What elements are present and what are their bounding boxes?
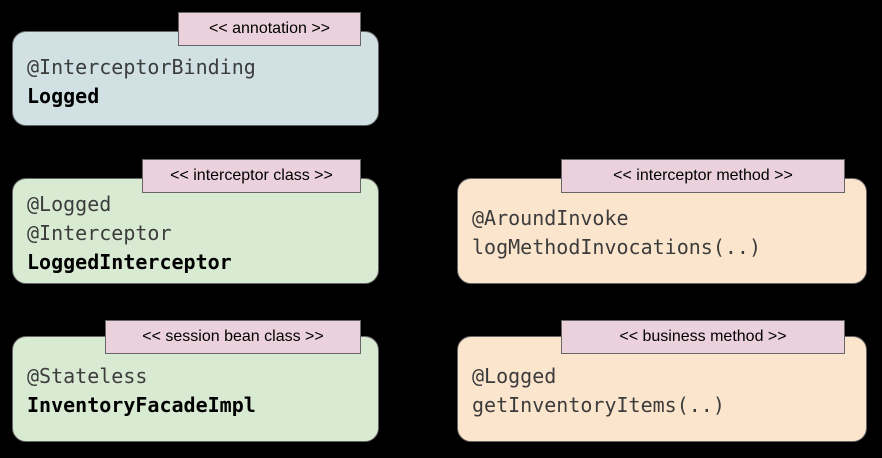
annotation-box: @InterceptorBinding Logged <box>12 31 379 126</box>
session-bean-name-text: InventoryFacadeImpl <box>27 393 256 417</box>
session-bean-stereotype-label: << session bean class >> <box>105 320 361 354</box>
business-method-stereotype-label: << business method >> <box>561 320 845 354</box>
annotation-name-text: Logged <box>27 84 100 108</box>
interceptor-method-stereotype-label: << interceptor method >> <box>561 159 845 193</box>
session-bean-annotation-text: @Stateless <box>27 364 148 388</box>
business-method-annotation-text: @Logged <box>472 364 557 388</box>
interceptor-class-name-text: LoggedInterceptor <box>27 250 232 274</box>
interceptor-method-name-text: logMethodInvocations(..) <box>472 235 761 259</box>
interceptor-class-box: @Logged @Interceptor LoggedInterceptor <box>12 178 379 284</box>
interceptor-class-logged-text: @Logged <box>27 192 112 216</box>
interceptor-method-box: @AroundInvoke logMethodInvocations(..) <box>457 178 867 284</box>
interceptor-method-annotation-text: @AroundInvoke <box>472 206 629 230</box>
interceptor-class-interceptor-text: @Interceptor <box>27 221 172 245</box>
interceptor-class-stereotype-label: << interceptor class >> <box>142 159 361 193</box>
business-method-name-text: getInventoryItems(..) <box>472 393 725 417</box>
annotation-binding-text: @InterceptorBinding <box>27 55 256 79</box>
annotation-stereotype-label: << annotation >> <box>178 12 361 46</box>
